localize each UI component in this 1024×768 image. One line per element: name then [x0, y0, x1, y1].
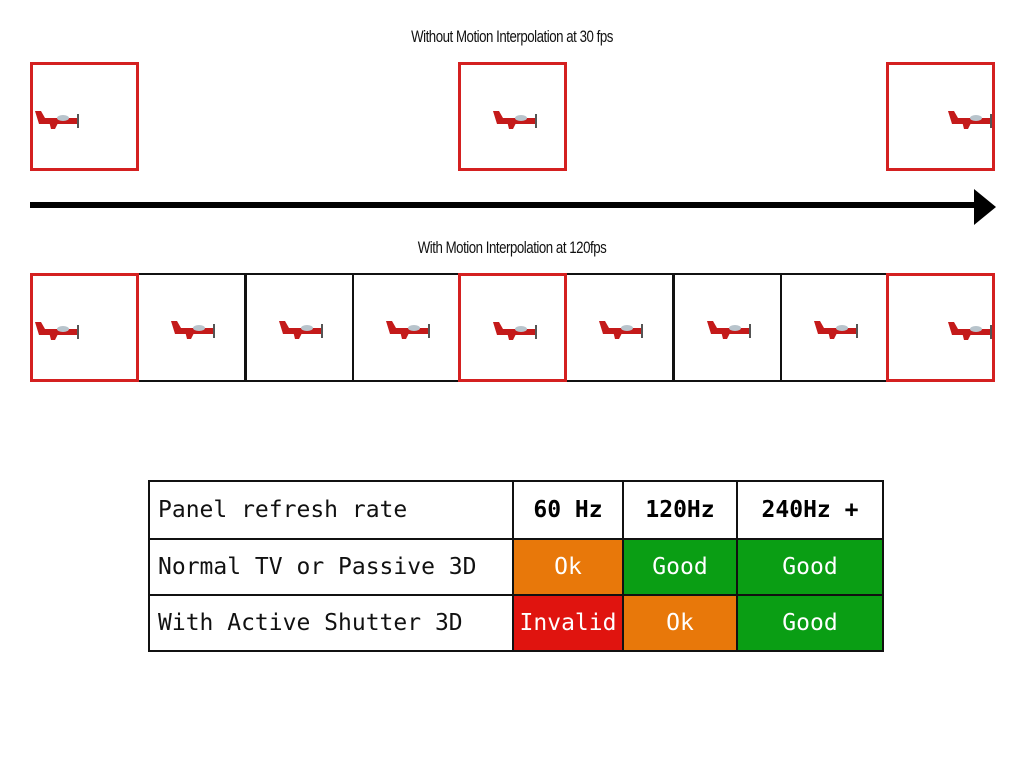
- keyframe: [458, 273, 567, 382]
- row-label: With Active Shutter 3D: [148, 594, 514, 652]
- table-row: With Active Shutter 3D Invalid Ok Good: [148, 594, 884, 652]
- keyframe: [458, 62, 567, 171]
- airplane-icon: [279, 320, 323, 339]
- airplane-icon: [948, 110, 992, 129]
- table-header-row: Panel refresh rate 60 Hz 120Hz 240Hz +: [148, 480, 884, 540]
- interpolated-frame: [137, 273, 246, 382]
- status-cell: Ok: [512, 538, 624, 596]
- timeline-arrow: [30, 189, 996, 225]
- airplane-icon: [35, 321, 79, 340]
- keyframe: [30, 273, 139, 382]
- airplane-icon: [599, 320, 643, 339]
- refresh-rate-table: Panel refresh rate 60 Hz 120Hz 240Hz + N…: [148, 480, 884, 652]
- header-cell-label: Panel refresh rate: [148, 480, 514, 540]
- airplane-icon: [493, 321, 537, 340]
- airplane-icon: [35, 110, 79, 129]
- arrow-right-icon: [974, 189, 996, 225]
- airplane-icon: [814, 320, 858, 339]
- header-cell-240hz: 240Hz +: [736, 480, 884, 540]
- table-row: Normal TV or Passive 3D Ok Good Good: [148, 538, 884, 596]
- top-diagram-title: Without Motion Interpolation at 30 fps: [411, 27, 613, 46]
- bottom-diagram-title: With Motion Interpolation at 120fps: [417, 238, 607, 257]
- keyframe: [886, 273, 995, 382]
- status-cell: Good: [736, 594, 884, 652]
- status-cell: Good: [736, 538, 884, 596]
- keyframe: [886, 62, 995, 171]
- status-cell: Good: [622, 538, 738, 596]
- airplane-icon: [948, 321, 992, 340]
- airplane-icon: [171, 320, 215, 339]
- row-label: Normal TV or Passive 3D: [148, 538, 514, 596]
- airplane-icon: [493, 110, 537, 129]
- airplane-icon: [707, 320, 751, 339]
- status-cell: Invalid: [512, 594, 624, 652]
- interpolated-frame: [673, 273, 782, 382]
- interpolated-frame: [780, 273, 889, 382]
- header-cell-120hz: 120Hz: [622, 480, 738, 540]
- status-cell: Ok: [622, 594, 738, 652]
- interpolated-frame: [565, 273, 674, 382]
- header-cell-60hz: 60 Hz: [512, 480, 624, 540]
- keyframe: [30, 62, 139, 171]
- airplane-icon: [386, 320, 430, 339]
- interpolated-frame: [352, 273, 461, 382]
- interpolated-frame: [245, 273, 354, 382]
